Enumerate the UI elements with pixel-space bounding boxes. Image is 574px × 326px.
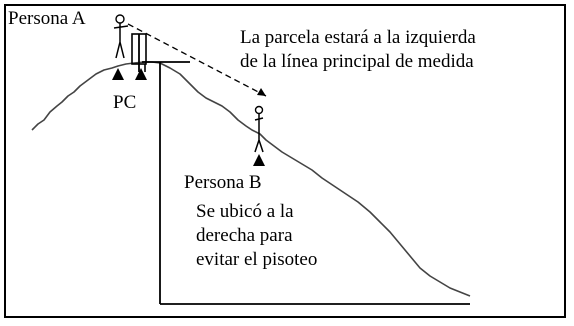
persona-b-note: Se ubicó a la derecha para evitar el pis…: [196, 200, 317, 272]
person-b-marker: [253, 154, 265, 166]
pc-marker-right: [135, 68, 147, 80]
persona-b-note-line-3: evitar el pisoteo: [196, 249, 318, 270]
parcel-note-line-1: La parcela estará a la izquierda: [240, 27, 476, 48]
persona-b-label: Persona B: [184, 172, 262, 193]
person-a-figure: [113, 14, 129, 59]
pc-marker-left: [112, 68, 124, 80]
main-measure-line: [127, 23, 267, 97]
measure-line-arrowhead: [257, 88, 266, 96]
person-b-figure: [254, 105, 264, 153]
persona-a-label: Persona A: [8, 8, 86, 29]
persona-b-note-line-2: derecha para: [196, 225, 293, 246]
parcel-note-line-2: de la línea principal de medida: [240, 51, 474, 72]
persona-b-note-line-1: Se ubicó a la: [196, 201, 294, 222]
diagram-frame: [4, 4, 566, 318]
terrain-profile: [31, 61, 471, 297]
pc-station: [131, 33, 147, 72]
pc-label: PC: [113, 92, 137, 113]
parcel-note: La parcela estará a la izquierda de la l…: [240, 26, 476, 74]
